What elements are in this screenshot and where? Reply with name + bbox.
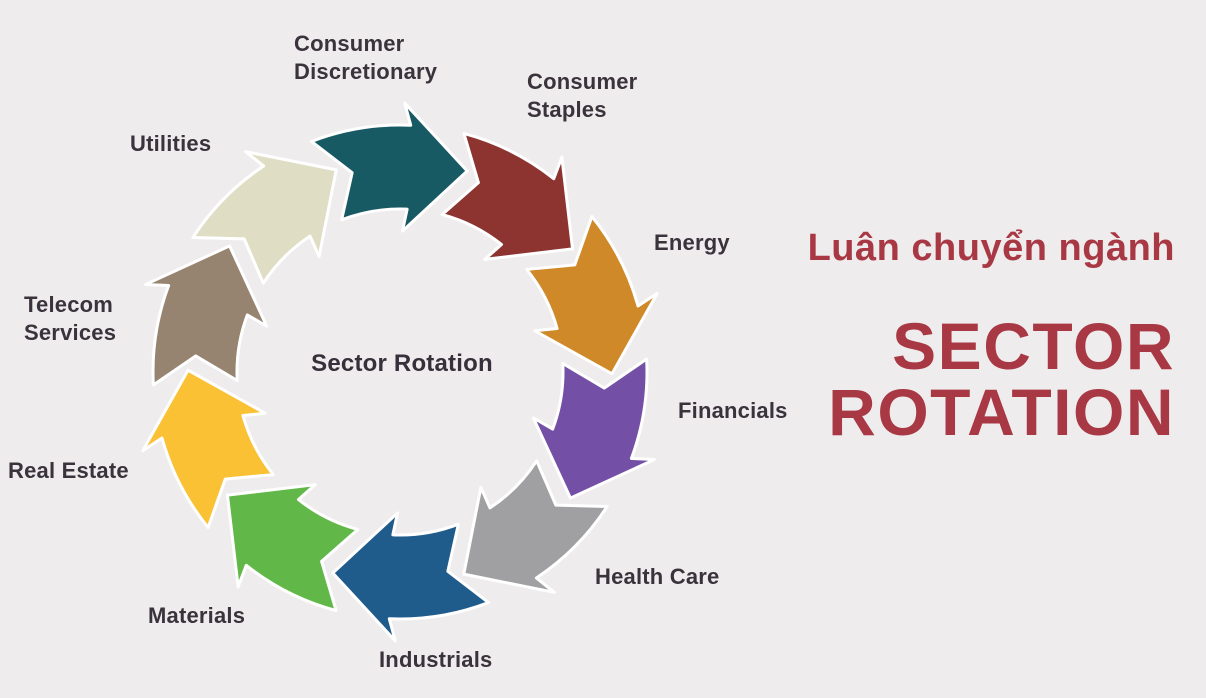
sector-arrow-industrials xyxy=(331,511,491,643)
label-utilities: Utilities xyxy=(130,131,212,156)
label-health-care: Health Care xyxy=(595,564,720,589)
label-financials: Financials xyxy=(678,398,788,423)
sector-arrow-energy xyxy=(525,215,659,376)
sector-arrow-financials xyxy=(531,357,656,500)
subtitle-vietnamese: Luân chuyển ngành xyxy=(807,227,1175,269)
main-title-line1: SECTOR xyxy=(892,308,1175,383)
sector-arrow-materials xyxy=(225,483,360,613)
sector-arrow-consumer-discretionary xyxy=(309,101,469,233)
label-energy: Energy xyxy=(654,230,730,255)
label-consumer-staples: Consumer Staples xyxy=(527,69,638,123)
label-industrials: Industrials xyxy=(379,647,493,672)
sector-arrow-health-care xyxy=(462,459,609,594)
main-title-line2: ROTATION xyxy=(828,374,1175,449)
sector-arrow-consumer-staples xyxy=(440,131,575,261)
label-materials: Materials xyxy=(148,603,246,628)
diagram-center-title: Sector Rotation xyxy=(311,350,493,377)
label-telecom-services: Telecom Services xyxy=(24,292,117,346)
sector-arrow-utilities xyxy=(191,150,338,285)
label-real-estate: Real Estate xyxy=(8,458,129,483)
sector-arrow-real-estate xyxy=(141,368,275,529)
title-block: Luân chuyển ngành SECTOR ROTATION xyxy=(808,227,1175,445)
label-consumer-discretionary: Consumer Discretionary xyxy=(294,31,438,85)
sector-arrow-telecom-services xyxy=(144,244,269,387)
